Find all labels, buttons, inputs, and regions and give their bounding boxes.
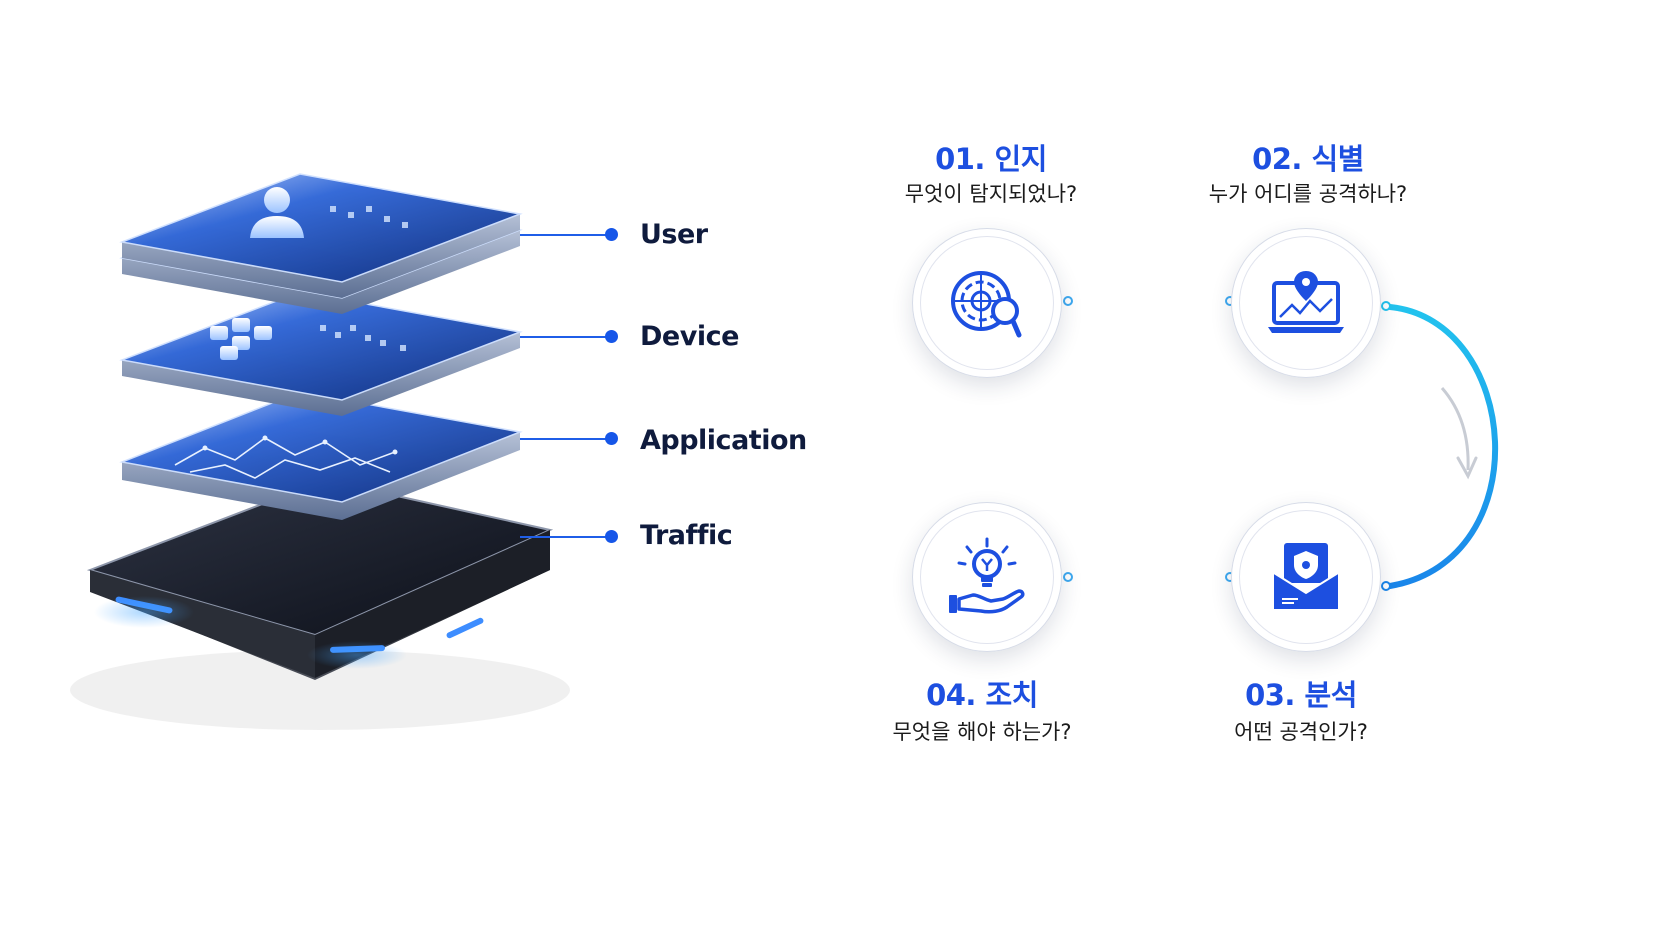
base-device — [70, 478, 570, 730]
step-04-title: 04. 조치 — [926, 678, 1038, 712]
traffic-graph-icon — [174, 437, 396, 479]
user-plate — [119, 173, 523, 298]
step-02-question: 누가 어디를 공격하나? — [1208, 182, 1408, 206]
layer-stack-illustration — [70, 173, 570, 730]
step-02-node — [1231, 228, 1381, 378]
shield-mail-icon — [1273, 543, 1339, 609]
layer-label-user: User — [640, 219, 708, 250]
user-icon — [250, 187, 304, 238]
step-04-node — [912, 502, 1062, 652]
step-01-question: 무엇이 탐지되었나? — [904, 182, 1078, 206]
lightbulb-hand-icon — [949, 537, 1025, 614]
layer-label-device: Device — [640, 321, 739, 352]
radar-search-icon — [951, 271, 1022, 338]
app-blocks-icon — [210, 318, 272, 360]
flow-direction-arrow-icon — [1440, 387, 1478, 480]
step-04-question: 무엇을 해야 하는가? — [892, 720, 1072, 744]
step-02-title: 02. 식별 — [1252, 142, 1364, 176]
step-03-question: 어떤 공격인가? — [1234, 720, 1368, 744]
step-01-node — [912, 228, 1062, 378]
step-01-title: 01. 인지 — [935, 142, 1047, 176]
layer-label-traffic: Traffic — [640, 520, 733, 551]
connector-02-03-arc — [1387, 304, 1499, 589]
application-plate — [119, 291, 523, 416]
layer-label-application: Application — [640, 425, 807, 456]
step-03-node — [1231, 502, 1381, 652]
traffic-plate — [119, 391, 523, 520]
step-03-title: 03. 분석 — [1245, 678, 1357, 712]
laptop-location-icon — [1268, 271, 1344, 333]
